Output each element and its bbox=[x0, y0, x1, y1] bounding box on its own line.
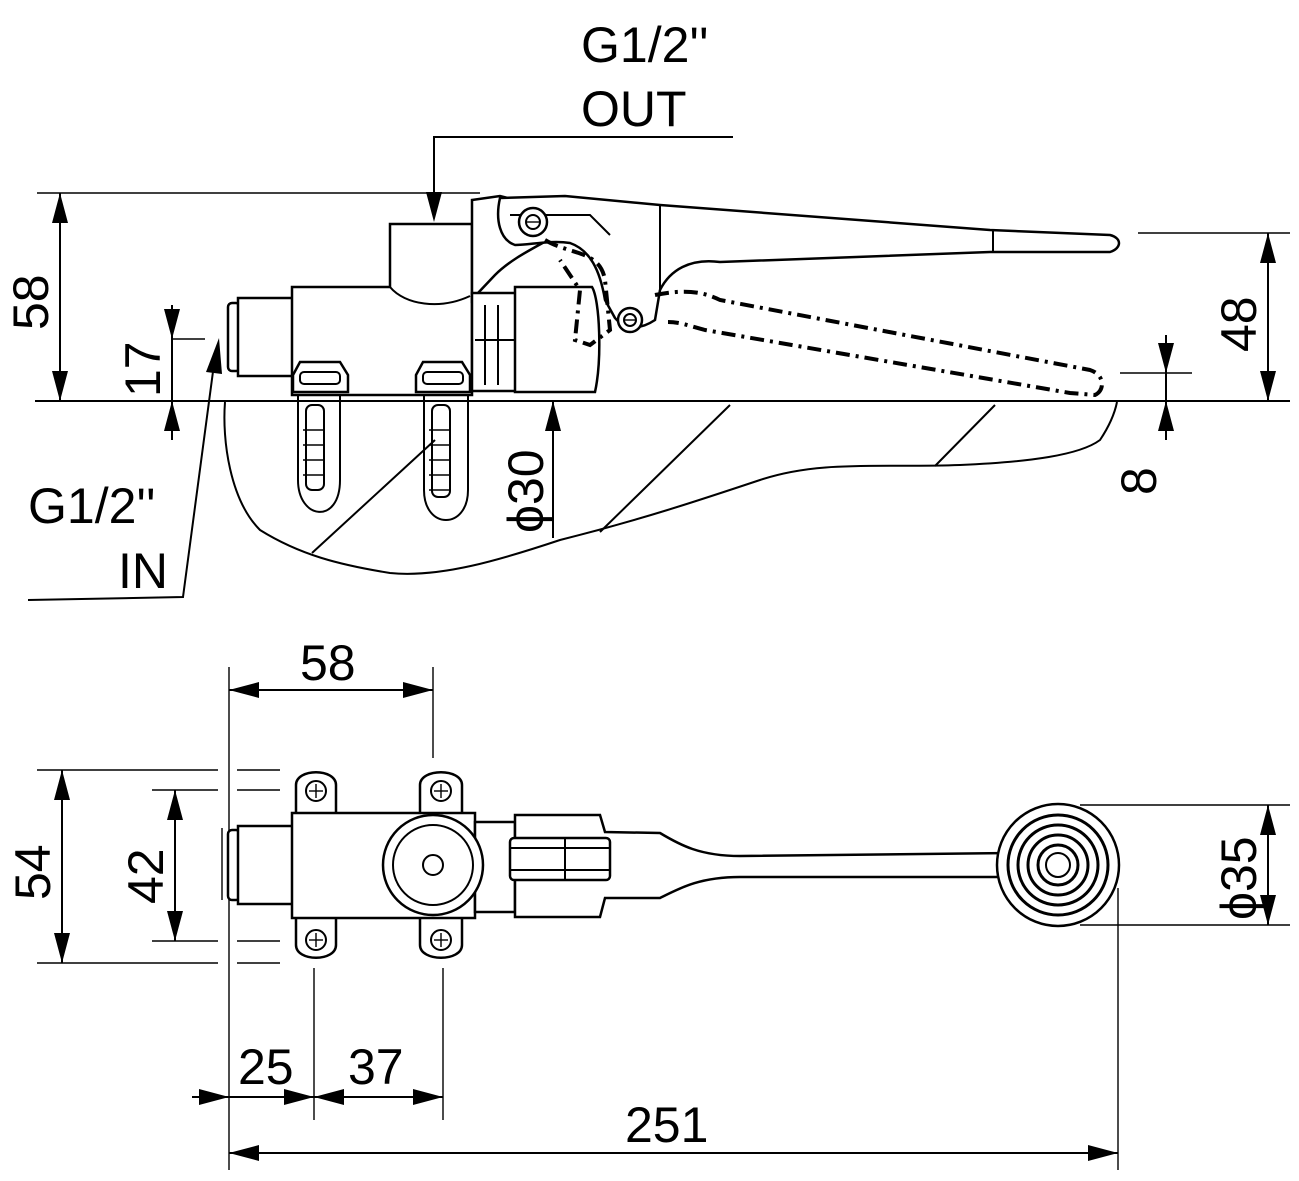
dim-height-total: 58 bbox=[3, 192, 480, 401]
dim-pedal-diameter: ϕ35 bbox=[1211, 805, 1276, 925]
plan-lever-head bbox=[508, 813, 1012, 919]
pedal-diameter-label: ϕ35 bbox=[1211, 836, 1267, 920]
dim-height-lever: 48 bbox=[1138, 232, 1290, 401]
dim-hole-diameter: ϕ30 bbox=[498, 401, 561, 538]
height-total-label: 58 bbox=[3, 274, 59, 330]
pivot-pin-lower bbox=[616, 306, 644, 334]
plan-pedal bbox=[995, 802, 1121, 928]
dim-lever-clearance: 8 bbox=[1111, 335, 1192, 495]
plan-fixing-lug-br bbox=[418, 913, 464, 959]
inlet-connector bbox=[226, 296, 295, 378]
lever-clearance-label: 8 bbox=[1111, 467, 1167, 495]
overall-length-label: 251 bbox=[625, 1097, 708, 1153]
floor-section bbox=[223, 401, 1118, 575]
outlet-label: OUT bbox=[581, 81, 687, 137]
plan-width-label: 58 bbox=[300, 635, 356, 691]
plan-outlet-port bbox=[381, 813, 485, 917]
dim-plan-width: 58 bbox=[229, 635, 433, 698]
plan-depth-outer-label: 54 bbox=[5, 844, 61, 900]
hatch-line bbox=[311, 439, 436, 554]
fixing-offset-label: 25 bbox=[238, 1039, 294, 1095]
plan-fixing-lug-bl bbox=[294, 913, 338, 959]
inlet-size-label: G1/2'' bbox=[28, 478, 156, 534]
dim-plan-depth-outer: 54 bbox=[5, 770, 70, 963]
height-lever-label: 48 bbox=[1211, 296, 1267, 352]
hatch-line bbox=[599, 404, 731, 533]
plan-view: 58 54 42 ϕ35 2 bbox=[5, 635, 1290, 1170]
side-view: G1/2'' OUT G1/2'' IN 58 17 bbox=[3, 17, 1290, 601]
pivot-pin-upper bbox=[517, 206, 549, 238]
fixing-spacing-label: 37 bbox=[348, 1039, 404, 1095]
outlet-leader: G1/2'' OUT bbox=[426, 17, 733, 222]
plan-fixing-lug-tl bbox=[294, 771, 338, 817]
plan-fixing-lug-tr bbox=[418, 771, 464, 817]
fixing-lug-right bbox=[414, 360, 472, 394]
fixing-lug-left bbox=[291, 360, 350, 394]
dim-plan-depth-inner: 42 bbox=[118, 790, 183, 941]
lever-depressed bbox=[543, 238, 1104, 398]
dim-height-inlet: 17 bbox=[115, 305, 205, 440]
dim-fixing-offsets: 25 37 bbox=[192, 1039, 443, 1105]
inlet-label: IN bbox=[118, 543, 168, 599]
plan-inlet-connector bbox=[226, 824, 295, 906]
outlet-size-label: G1/2'' bbox=[581, 17, 709, 73]
hole-diameter-label: ϕ30 bbox=[498, 449, 554, 533]
wall-plug-right bbox=[423, 395, 469, 521]
dim-overall-length: 251 bbox=[229, 1097, 1118, 1161]
inlet-leader: G1/2'' IN bbox=[27, 338, 222, 601]
hatch-line bbox=[934, 404, 996, 467]
height-inlet-label: 17 bbox=[115, 341, 171, 397]
wall-plug-left bbox=[297, 395, 341, 513]
plan-depth-inner-label: 42 bbox=[118, 848, 174, 904]
